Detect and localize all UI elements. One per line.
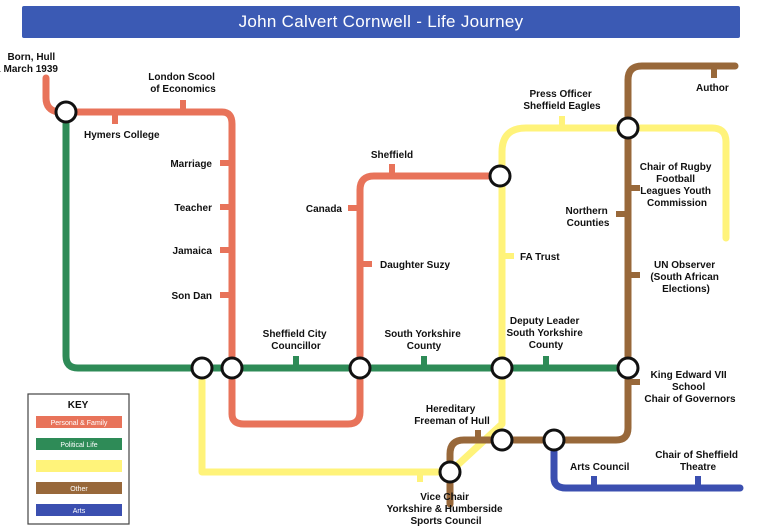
key-label-arts: Arts [73,508,86,515]
key-swatch-arts [36,504,122,516]
label-born: Born, Hull 31 March 1939 [0,52,58,75]
label-arts-council: Arts Council [570,462,630,473]
label-jamaica: Jamaica [173,246,213,257]
label-theatre: Chair of Sheffield Theatre [655,450,741,473]
label-son: Son Dan [171,291,212,302]
label-un: UN Observer (South African Elections) [650,260,721,295]
station-yellow-start [190,356,214,380]
key-swatch-personal [36,416,122,428]
label-fa: FA Trust [520,252,560,263]
other-line [446,62,739,508]
arts-line [550,436,744,492]
label-freeman: Hereditary Freeman of Hull [414,404,490,427]
label-sheffield: Sheffield [371,150,413,161]
label-teacher: Teacher [174,203,212,214]
title-banner: John Calvert Cornwell - Life Journey [22,6,740,38]
label-councillor: Sheffield City Councillor [263,329,330,352]
political-life-line [62,108,632,372]
yellow-line [198,124,730,476]
key-label-political: Political Life [60,442,97,449]
label-deputy: Deputy Leader South Yorkshire County [506,316,585,351]
label-syc: South Yorkshire County [384,329,463,352]
label-suzy: Daughter Suzy [380,260,450,271]
label-press: Press Officer Sheffield Eagles [523,89,601,112]
station-other-political [616,356,640,380]
label-hymers: Hymers College [84,130,160,141]
key-swatch-other [36,482,122,494]
key-label-personal: Personal & Family [51,420,108,427]
label-vicechair: Vice Chair Yorkshire & Humberside Sports… [387,492,506,527]
station-other-yellow [490,428,514,452]
label-canada: Canada [306,204,343,215]
label-northern: Northern Counties [565,206,610,229]
label-king: King Edward VII School Chair of Governor… [644,370,736,405]
station-hull-interchange [54,100,78,124]
label-author: Author [696,83,729,94]
station-personal-political [220,356,244,380]
station-personal-sheffield [348,356,372,380]
key-swatch-political [36,438,122,450]
label-lse: London Scool of Economics [148,72,217,95]
station-yellow-political [490,356,514,380]
key-label-other: Other [70,486,88,493]
station-personal-end [488,164,512,188]
station-yellow-other-bottom [438,460,462,484]
station-other-arts [542,428,566,452]
page-title: John Calvert Cornwell - Life Journey [238,12,524,31]
label-marriage: Marriage [170,159,212,170]
station-other-yellow-top [616,116,640,140]
key-title: KEY [68,400,89,411]
label-rugby: Chair of Rugby Football Leagues Youth Co… [640,162,714,209]
key-swatch-yellow [36,460,122,472]
key-panel: KEY Personal & Family Political Life Oth… [27,393,130,525]
